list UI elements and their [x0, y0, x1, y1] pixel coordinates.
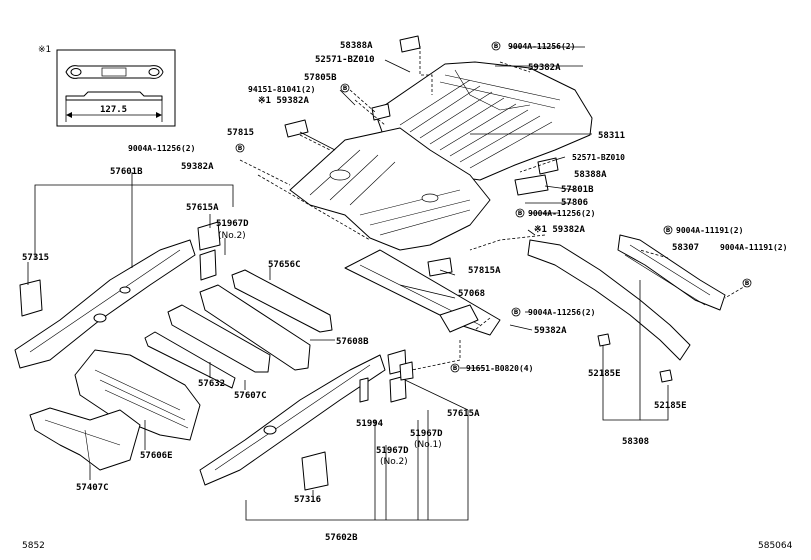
- rail-57656C: [231, 269, 333, 333]
- svg-text:B: B: [518, 210, 523, 217]
- label-59382A-mark2: ※1 59382A: [534, 225, 585, 235]
- bracket-51967D-low: [389, 375, 407, 403]
- bolt-marker-7: B: [450, 363, 460, 373]
- label-57815: 57815: [227, 128, 254, 138]
- clip-52185E-b: [659, 369, 673, 383]
- label-59382A-top: 59382A: [528, 63, 561, 73]
- label-51994: 51994: [356, 419, 384, 429]
- label-51967D-top: 51967D: [216, 219, 249, 229]
- label-57316: 57316: [294, 495, 321, 505]
- label-57615A-left: 57615A: [186, 203, 219, 213]
- svg-text:B: B: [745, 280, 750, 287]
- label-59382A-mark1: ※1 59382A: [258, 96, 309, 106]
- label-51967D-low: 51967D: [376, 446, 409, 456]
- floor-57606E: [74, 349, 201, 441]
- label-51967D-top-qty: (No.2): [218, 231, 246, 241]
- center-floor-pan: [289, 127, 491, 251]
- svg-text:B: B: [666, 227, 671, 234]
- label-57815A: 57815A: [468, 266, 501, 276]
- label-57632: 57632: [198, 379, 225, 389]
- inset-dimension: 127.5: [100, 105, 127, 115]
- rail-57608B: [199, 284, 311, 371]
- side-member-57601B: [14, 239, 196, 369]
- side-member-57602B: [199, 354, 386, 486]
- label-57602B: 57602B: [325, 533, 358, 543]
- footer-right-code: 585064: [758, 541, 793, 551]
- label-52185E-b: 52185E: [654, 401, 687, 411]
- bolt-marker-3: B: [515, 208, 525, 218]
- bracket-57316: [301, 451, 329, 491]
- svg-text:B: B: [453, 365, 458, 372]
- label-57806: 57806: [561, 198, 588, 208]
- footer-left-code: 5852: [22, 541, 45, 551]
- label-91651-B0820: 91651-B0820(4): [466, 364, 533, 373]
- label-57656C: 57656C: [268, 260, 301, 270]
- bracket-51967D-mid: [399, 361, 414, 381]
- label-9004A-11256-mid: 9004A-11256(2): [528, 209, 595, 218]
- label-58308: 58308: [622, 437, 649, 447]
- bracket-57805B: [371, 103, 391, 121]
- label-9004A-11256-low: 9004A-11256(2): [528, 308, 595, 317]
- svg-text:B: B: [514, 309, 519, 316]
- label-58307: 58307: [672, 243, 699, 253]
- label-52571-BZ010-top: 52571-BZ010: [315, 55, 375, 65]
- label-51967D-mid: 51967D: [410, 429, 443, 439]
- bolt-marker-5: B: [742, 278, 752, 288]
- svg-text:B: B: [343, 85, 348, 92]
- label-57407C: 57407C: [76, 483, 109, 493]
- bracket-58388A-top: [399, 35, 421, 53]
- label-58388A-top: 58388A: [340, 41, 373, 51]
- label-57601B: 57601B: [110, 167, 143, 177]
- clip-52185E-a: [597, 333, 611, 347]
- label-57608B: 57608B: [336, 337, 369, 347]
- label-57606E: 57606E: [140, 451, 173, 461]
- rail-57632: [144, 331, 236, 389]
- label-57315: 57315: [22, 253, 49, 263]
- label-57607C: 57607C: [234, 391, 267, 401]
- bracket-58388A-right: [537, 157, 559, 175]
- label-94151-81041: 94151-81041(2): [248, 85, 315, 94]
- label-58388A-right: 58388A: [574, 170, 607, 180]
- bracket-57615A-left: [197, 221, 221, 251]
- bolt-marker-2: B: [235, 143, 245, 153]
- bolt-marker-8: B: [340, 83, 350, 93]
- label-9004A-11191-a: 9004A-11191(2): [676, 226, 743, 235]
- label-51967D-mid-qty: (No.1): [414, 440, 442, 450]
- rail-57607C: [167, 304, 271, 373]
- svg-text:B: B: [238, 145, 243, 152]
- label-59382A-left: 59382A: [181, 162, 214, 172]
- crossmember-57068: [344, 249, 501, 336]
- label-51967D-low-qty: (No.2): [380, 457, 408, 467]
- label-57801B: 57801B: [561, 185, 594, 195]
- label-58311: 58311: [598, 131, 625, 141]
- label-59382A-low: 59382A: [534, 326, 567, 336]
- label-52185E-a: 52185E: [588, 369, 621, 379]
- inset-mark: ※1: [38, 45, 51, 55]
- label-52571-BZ010-right: 52571-BZ010: [572, 153, 625, 162]
- label-9004A-11256-top: 9004A-11256(2): [508, 42, 575, 51]
- bracket-57801B: [514, 174, 549, 196]
- clip-51994: [359, 377, 369, 403]
- bracket-57315: [19, 279, 43, 317]
- member-57407C: [29, 407, 141, 471]
- label-9004A-11191-b: 9004A-11191(2): [720, 243, 787, 252]
- label-9004A-11256-left: 9004A-11256(2): [128, 144, 195, 153]
- bracket-51967D-top: [199, 249, 217, 281]
- label-57068: 57068: [458, 289, 485, 299]
- label-57805B: 57805B: [304, 73, 337, 83]
- svg-text:B: B: [494, 43, 499, 50]
- rear-floor-side-58307: [527, 234, 726, 361]
- label-57615A-low: 57615A: [447, 409, 480, 419]
- bolt-marker-6: B: [511, 307, 521, 317]
- bracket-57815A: [427, 257, 453, 277]
- inset-box: ※1 127.5: [38, 45, 176, 127]
- bolt-marker-1: B: [491, 41, 501, 51]
- bolt-marker-4: B: [663, 225, 673, 235]
